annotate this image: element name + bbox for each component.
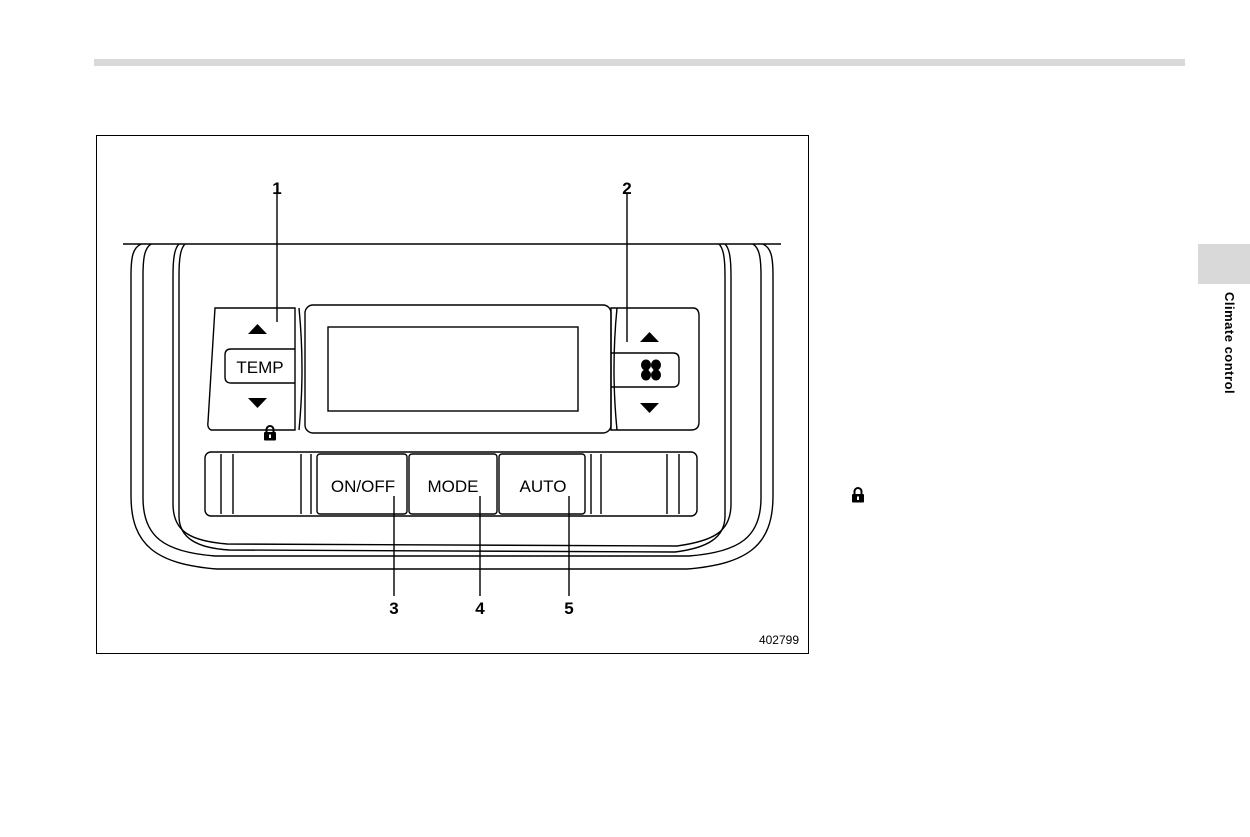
header-rule [94,59,1185,66]
temp-label: TEMP [236,358,283,377]
display-edge-right [613,307,618,431]
temp-down-triangle-icon[interactable] [248,398,267,408]
on-off-button[interactable] [316,453,408,515]
fan-up-triangle-icon[interactable] [640,332,659,342]
fan-down-triangle-icon[interactable] [640,403,659,413]
callout-2: 2 [622,179,631,198]
auto-label: AUTO [520,477,567,496]
bezel-outer [130,243,774,570]
temp-button[interactable] [224,348,295,384]
bezel-inner-2 [178,243,726,553]
callout-5: 5 [564,599,573,618]
climate-panel-figure: TEMP ON/OFF MODE AUTO 1 2 3 4 5 402799 [96,135,809,654]
mode-label: MODE [428,477,479,496]
section-tab-label: Climate control [1222,292,1237,395]
climate-panel-illustration: TEMP ON/OFF MODE AUTO 1 2 3 4 5 402799 [123,179,799,647]
lock-icon [264,425,276,441]
fan-button-housing [610,307,700,431]
mode-button[interactable] [408,453,498,515]
on-off-label: ON/OFF [331,477,395,496]
auto-button[interactable] [498,453,586,515]
display-edge-left [298,307,303,431]
callout-3: 3 [389,599,398,618]
display-screen [327,326,579,412]
bezel-middle [142,243,762,557]
display-bezel [304,304,612,434]
callout-1: 1 [272,179,281,198]
callout-4: 4 [475,599,485,618]
section-tab [1198,244,1250,284]
lock-icon [852,487,864,503]
bezel-inner [172,243,732,547]
fan-speed-button[interactable] [611,352,680,388]
button-row-housing [204,451,698,517]
temp-up-triangle-icon[interactable] [248,324,267,334]
fan-icon [641,359,661,381]
figure-id: 402799 [759,633,799,647]
